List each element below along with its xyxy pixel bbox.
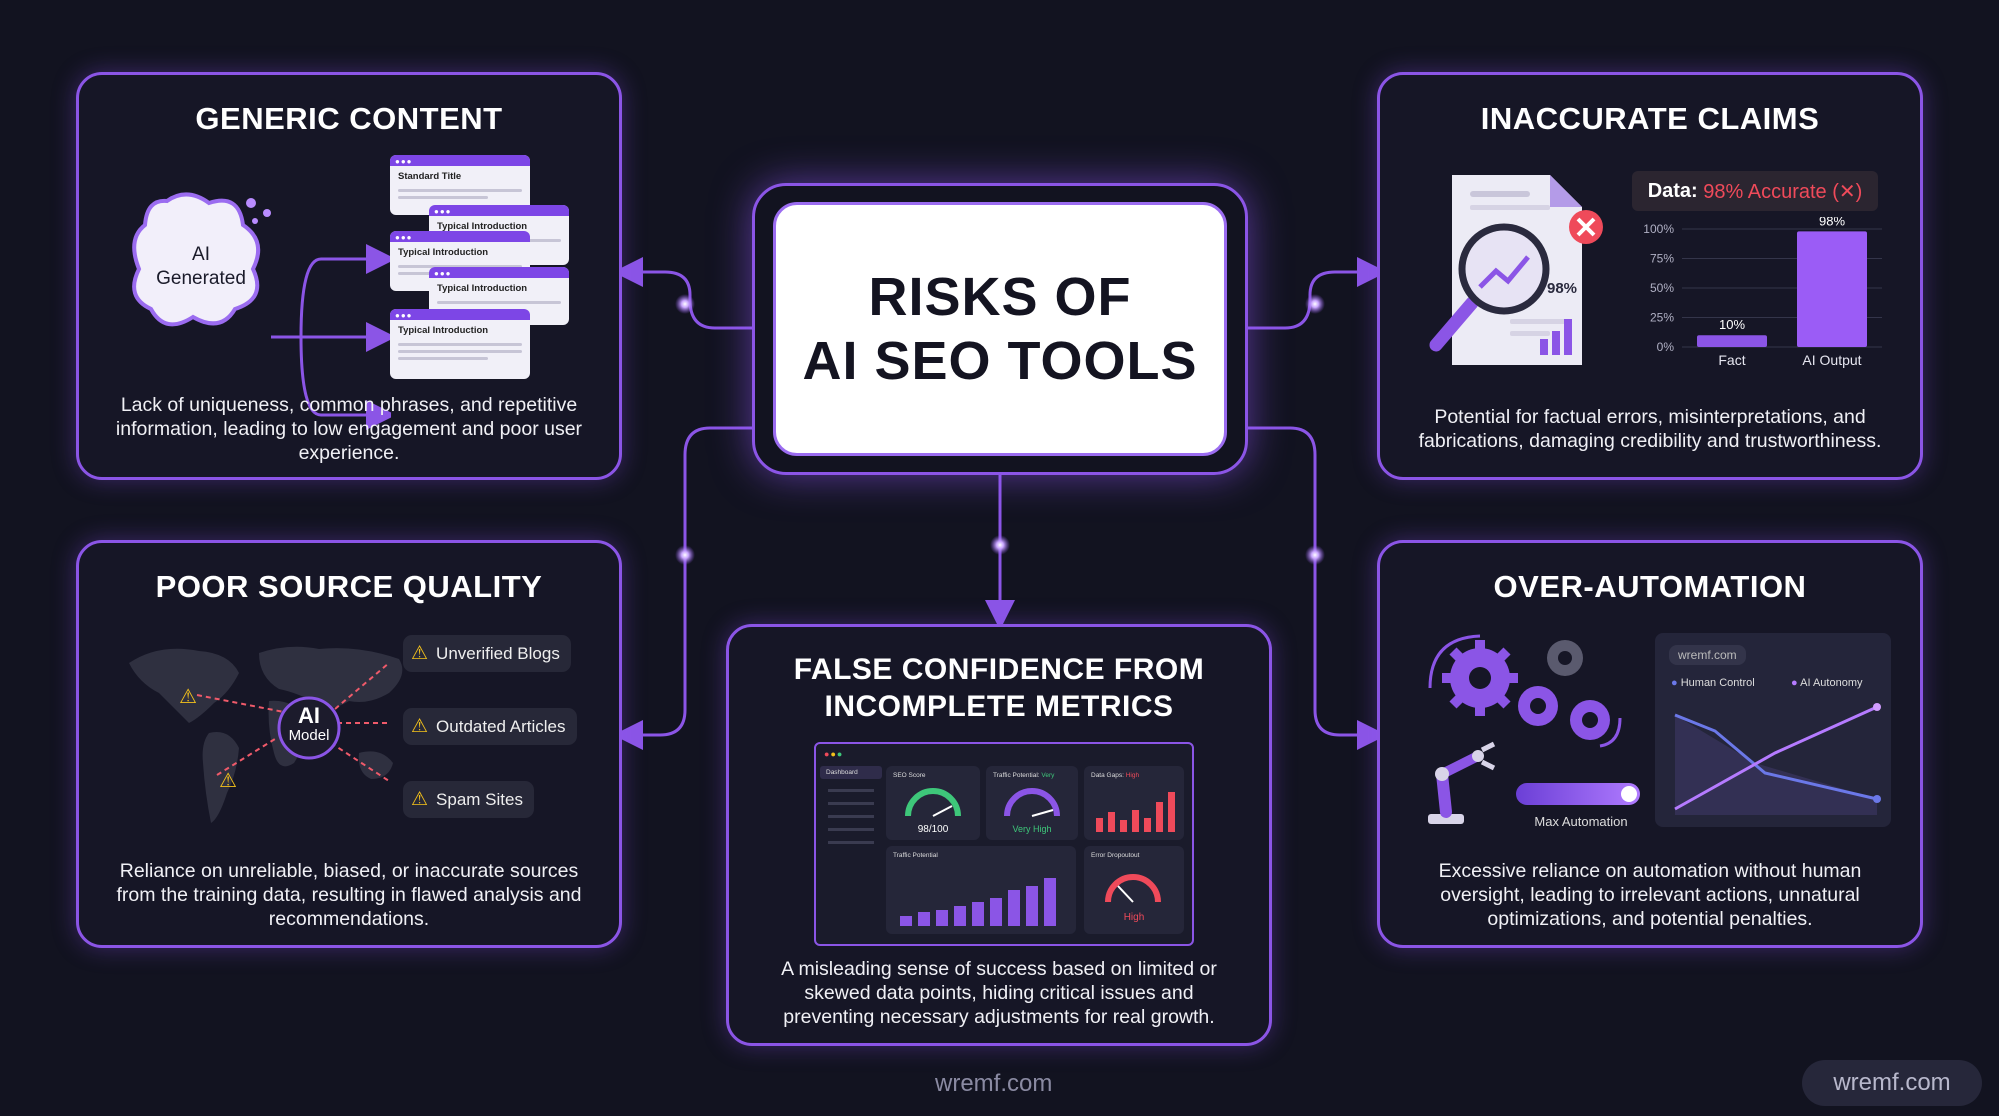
gears-icon xyxy=(1428,634,1622,748)
category-label: AI Output xyxy=(1802,352,1861,368)
false-confidence-title: FALSE CONFIDENCE FROM INCOMPLETE METRICS xyxy=(793,653,1205,723)
poor-source-quality-title: POOR SOURCE QUALITY xyxy=(155,569,543,604)
y-tick-label: 75% xyxy=(1650,252,1674,266)
category-label: Fact xyxy=(1718,352,1745,368)
magnifier-document-icon xyxy=(1429,175,1603,365)
over-automation-card: OVER-AUTOMATION Max Automation wremf.com… xyxy=(1377,540,1923,948)
warning-icon: ⚠ xyxy=(411,643,429,664)
inaccurate-claims-card: INACCURATE CLAIMS 98% Data: 98% Accurate… xyxy=(1377,72,1923,480)
toggle-knob xyxy=(1621,786,1637,802)
source-outdated-articles: ⚠Outdated Articles xyxy=(403,708,577,745)
main-title-line-1: RISKS OF xyxy=(868,267,1132,327)
traffic-potential-chart-tile: Traffic Potential xyxy=(886,846,1076,934)
y-tick-label: 100% xyxy=(1643,222,1674,236)
data-label: 98% xyxy=(1819,217,1845,228)
document-percent-label: 98% xyxy=(1547,280,1578,297)
generic-content-description: Lack of uniqueness, common phrases, and … xyxy=(115,394,583,464)
panel-url-pill: wremf.com xyxy=(1669,645,1746,665)
legend-ai-autonomy: ● AI Autonomy xyxy=(1791,677,1863,689)
accuracy-bar-chart: 100% 75% 50% 25% 0% 10% Fact 98% AI Output xyxy=(1643,217,1882,368)
data-label: 10% xyxy=(1719,317,1745,332)
warning-icon: ⚠ xyxy=(411,789,429,810)
branch-arrows xyxy=(271,244,391,430)
generic-content-title: GENERIC CONTENT xyxy=(195,101,503,136)
poor-source-quality-card: POOR SOURCE QUALITY ⚠ ⚠ AI Model ⚠Unveri… xyxy=(76,540,622,948)
autonomy-line-chart xyxy=(1674,703,1881,815)
over-automation-description: Excessive reliance on automation without… xyxy=(1438,860,1862,930)
footer-watermark: wremf.com xyxy=(935,1070,1053,1097)
y-tick-label: 50% xyxy=(1650,281,1674,295)
ai-model-node-label: AI Model xyxy=(288,703,330,745)
y-tick-label: 0% xyxy=(1657,340,1675,354)
max-automation-toggle[interactable] xyxy=(1516,783,1640,805)
false-confidence-card: FALSE CONFIDENCE FROM INCOMPLETE METRICS… xyxy=(726,624,1272,1046)
max-automation-label: Max Automation xyxy=(1534,814,1628,829)
accuracy-badge: Data: 98% Accurate (✕) xyxy=(1632,171,1878,211)
main-title-line-2: AI SEO TOOLS xyxy=(802,331,1198,391)
ai-blob-icon xyxy=(132,192,271,327)
svg-text:⚠: ⚠ xyxy=(179,684,197,708)
source-spam-sites: ⚠Spam Sites xyxy=(403,781,534,818)
bar-fact xyxy=(1697,335,1767,347)
doc-card-intro-4: ●●● Typical Introduction xyxy=(390,309,530,379)
center-title-frame: RISKS OF AI SEO TOOLS xyxy=(752,183,1248,475)
source-connections: ⚠ ⚠ xyxy=(179,662,390,792)
error-dropoff-tile: Error Dropoutout High xyxy=(1084,846,1184,934)
metrics-dashboard: ●●● Dashboard SEO Score 98/100 Traffic P… xyxy=(814,742,1194,946)
warning-icon: ⚠ xyxy=(411,716,429,737)
y-tick-label: 25% xyxy=(1650,311,1674,325)
seo-score-tile: SEO Score 98/100 xyxy=(886,766,980,840)
svg-text:⚠: ⚠ xyxy=(219,768,237,792)
footer-badge: wremf.com xyxy=(1802,1060,1982,1106)
inaccurate-claims-title: INACCURATE CLAIMS xyxy=(1480,101,1820,136)
traffic-potential-tile: Traffic Potential: Very Very High xyxy=(986,766,1078,840)
bar-ai-output xyxy=(1797,231,1867,347)
over-automation-title: OVER-AUTOMATION xyxy=(1493,569,1807,604)
false-confidence-description: A misleading sense of success based on l… xyxy=(781,958,1217,1028)
legend-human-control: ● Human Control xyxy=(1671,677,1755,689)
inaccurate-claims-description: Potential for factual errors, misinterpr… xyxy=(1418,406,1882,452)
center-title-box: RISKS OF AI SEO TOOLS xyxy=(773,202,1227,456)
generic-content-card: GENERIC CONTENT AI Generated ●●● Standar… xyxy=(76,72,622,480)
source-unverified-blogs: ⚠Unverified Blogs xyxy=(403,635,571,672)
ai-generated-label: AI Generated xyxy=(156,244,246,289)
dashboard-sidebar: Dashboard xyxy=(820,766,882,936)
robot-arm-icon xyxy=(1428,741,1496,824)
autonomy-chart-panel: wremf.com ● Human Control ● AI Autonomy xyxy=(1655,633,1891,827)
poor-source-quality-description: Reliance on unreliable, biased, or inacc… xyxy=(116,860,582,930)
nav-dashboard[interactable]: Dashboard xyxy=(820,766,882,779)
data-gaps-tile: Data Gaps: High xyxy=(1084,766,1184,840)
